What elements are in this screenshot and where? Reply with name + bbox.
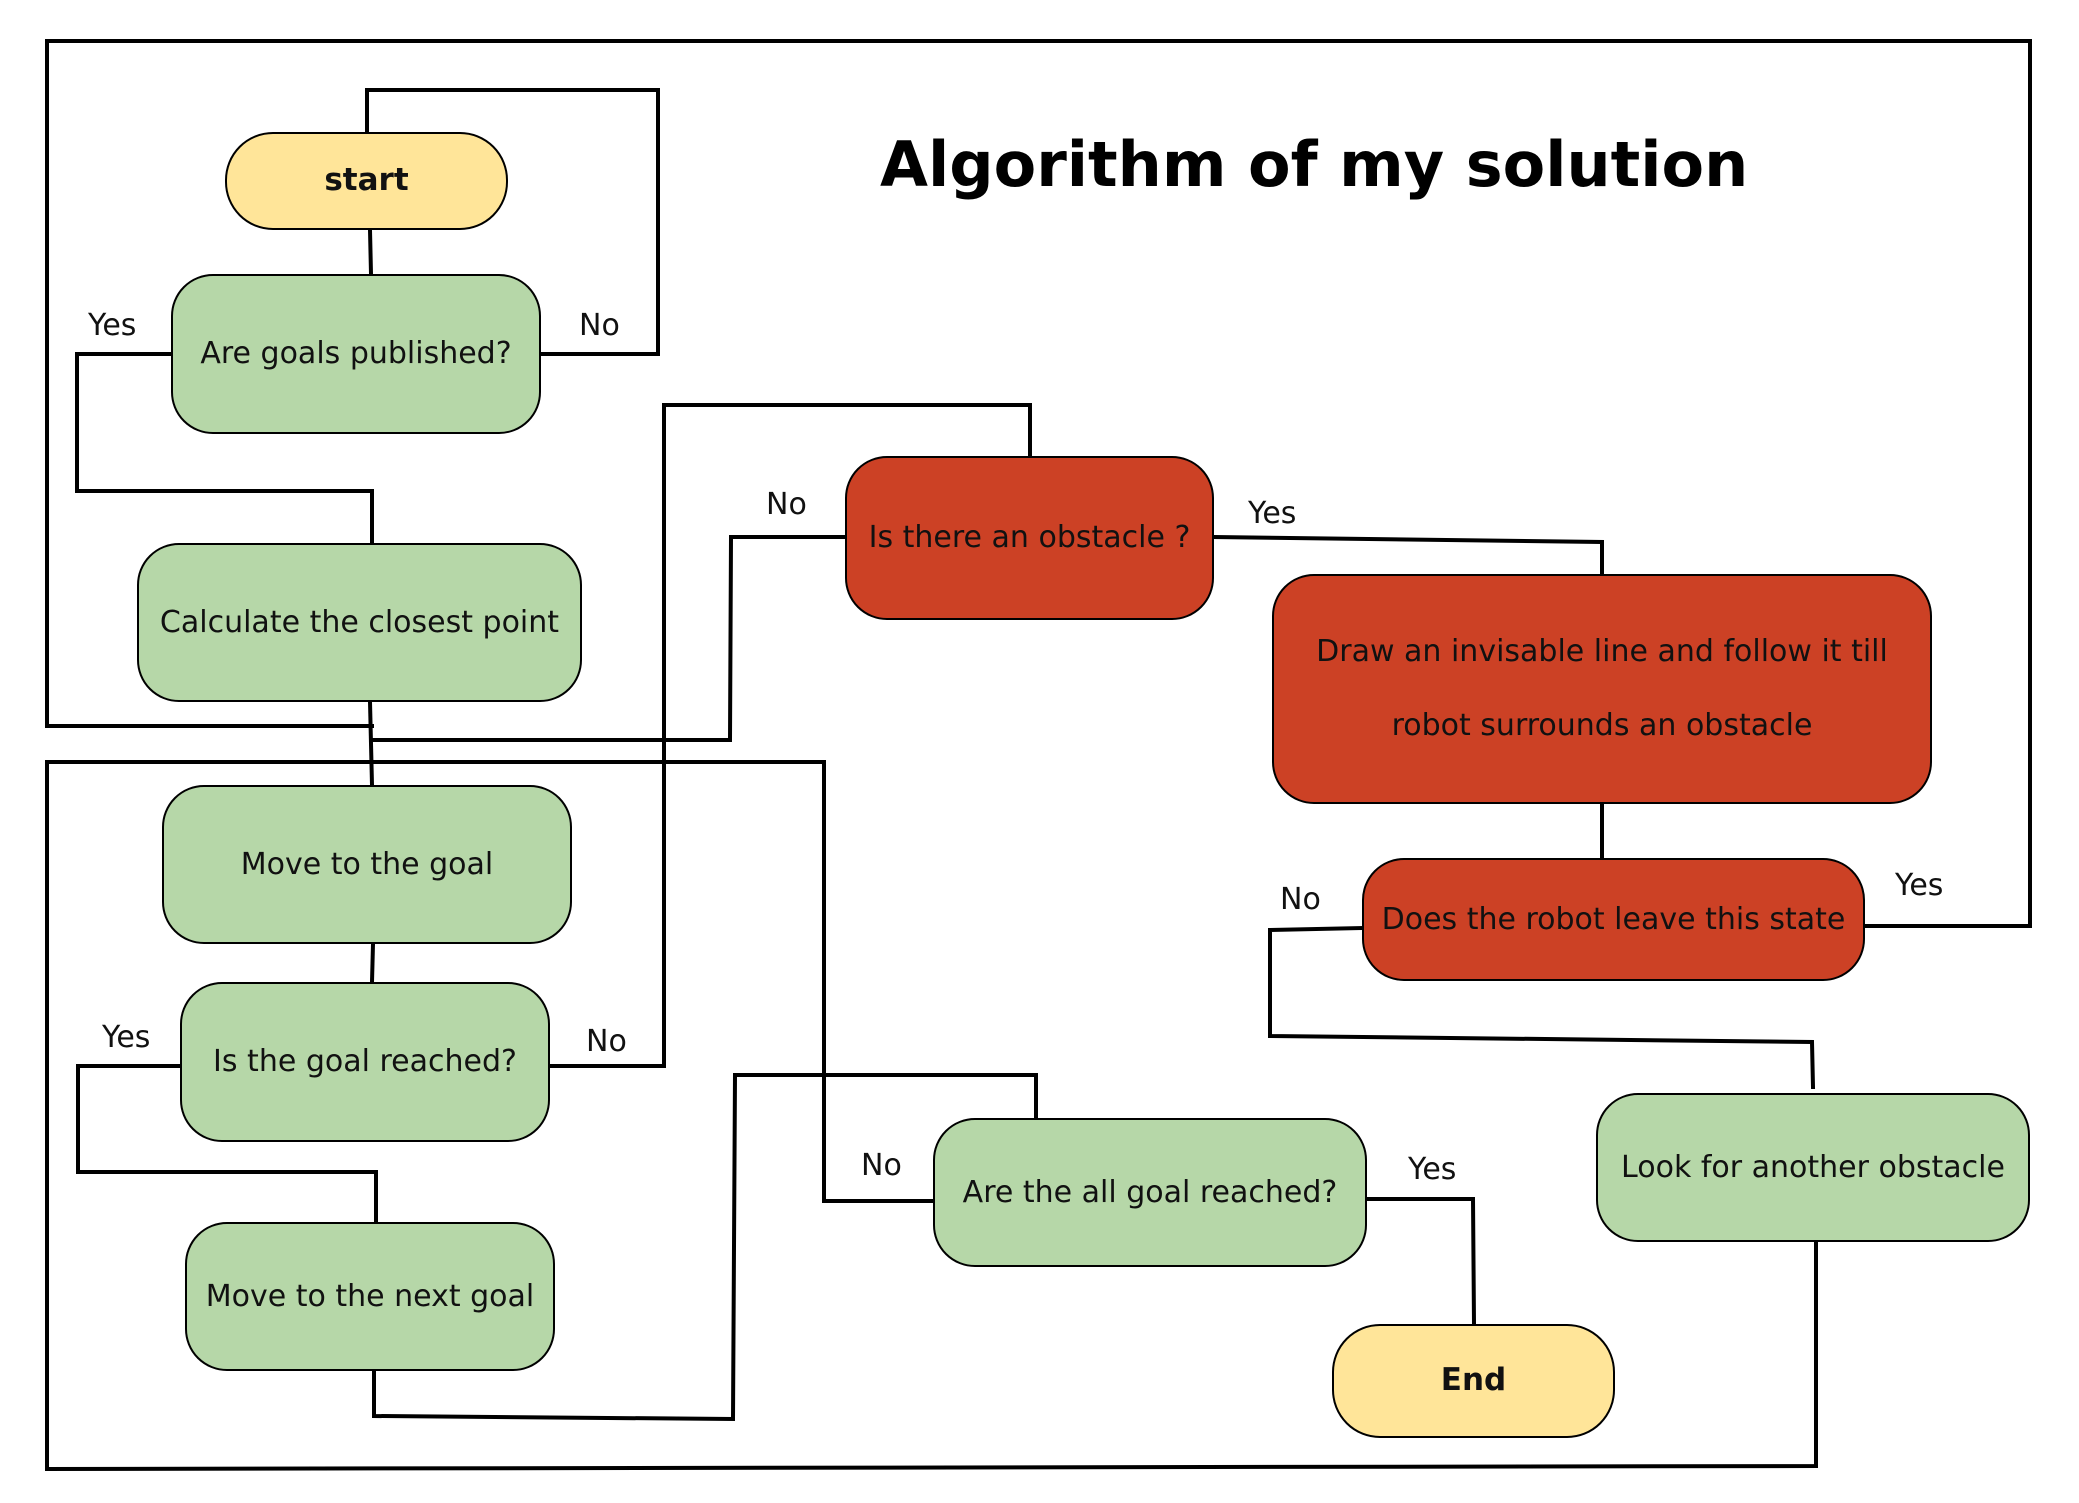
connector-obstacle-no	[370, 535, 847, 742]
edge-label-obstacle-yes: Yes	[1248, 496, 1297, 531]
edge-label-all-no: No	[861, 1148, 902, 1183]
edge-label-reached-yes: Yes	[102, 1020, 151, 1055]
connector-next-all	[372, 1073, 1038, 1422]
end-node: End	[1332, 1324, 1615, 1438]
connector-all-no	[370, 760, 935, 1203]
goal-reached-decision: Is the goal reached?	[180, 982, 550, 1142]
page-title: Algorithm of my solution	[880, 128, 1749, 201]
edge-label-published-yes: Yes	[88, 308, 137, 343]
connector-lower-frame	[45, 760, 1818, 1472]
connector-reached-no	[548, 403, 1032, 1068]
move-next-goal-label: Move to the next goal	[205, 1278, 535, 1314]
calculate-closest-point-node: Calculate the closest point	[137, 543, 582, 702]
connector-obstacle-yes	[1211, 534, 1604, 576]
connector-leave-yes-loop	[45, 39, 2032, 928]
connector-move-reached	[369, 941, 376, 985]
obstacle-decision-label: Is there an obstacle ?	[868, 520, 1191, 555]
invisible-line-node: Draw an invisable line and follow it til…	[1272, 574, 1932, 804]
invisible-line-label-1: Draw an invisable line and follow it til…	[1316, 634, 1888, 669]
calculate-closest-point-label: Calculate the closest point	[159, 604, 560, 640]
end-label: End	[1440, 1362, 1507, 1399]
connector-published-no	[365, 88, 660, 356]
connector-leave-no	[1268, 925, 1816, 1090]
connector-calc-move	[367, 699, 375, 788]
goals-published-label: Are goals published?	[200, 336, 512, 371]
another-obstacle-label: Look for another obstacle	[1621, 1149, 2005, 1185]
connector-start-published	[367, 227, 374, 277]
start-node: start	[225, 132, 508, 230]
connector-published-yes	[75, 352, 374, 545]
edge-label-leave-no: No	[1280, 882, 1321, 917]
all-goals-label: Are the all goal reached?	[962, 1174, 1338, 1210]
connector-all-yes	[1365, 1197, 1477, 1327]
all-goals-decision: Are the all goal reached?	[933, 1118, 1367, 1267]
move-to-goal-label: Move to the goal	[240, 846, 494, 882]
edge-label-all-yes: Yes	[1408, 1152, 1457, 1187]
edge-label-published-no: No	[579, 308, 620, 343]
goals-published-decision: Are goals published?	[171, 274, 541, 434]
edge-label-leave-yes: Yes	[1895, 868, 1944, 903]
leave-state-decision: Does the robot leave this state	[1362, 858, 1865, 981]
connector-reached-yes	[76, 1064, 378, 1224]
move-to-goal-node: Move to the goal	[162, 785, 572, 944]
goal-reached-label: Is the goal reached?	[213, 1044, 517, 1079]
edge-label-reached-no: No	[586, 1024, 627, 1059]
move-next-goal-node: Move to the next goal	[185, 1222, 555, 1371]
obstacle-decision: Is there an obstacle ?	[845, 456, 1214, 620]
edge-label-obstacle-no: No	[766, 487, 807, 522]
start-label: start	[324, 162, 409, 199]
leave-state-label: Does the robot leave this state	[1381, 901, 1846, 937]
invisible-line-label-2: robot surrounds an obstacle	[1391, 708, 1813, 743]
another-obstacle-node: Look for another obstacle	[1596, 1093, 2030, 1242]
